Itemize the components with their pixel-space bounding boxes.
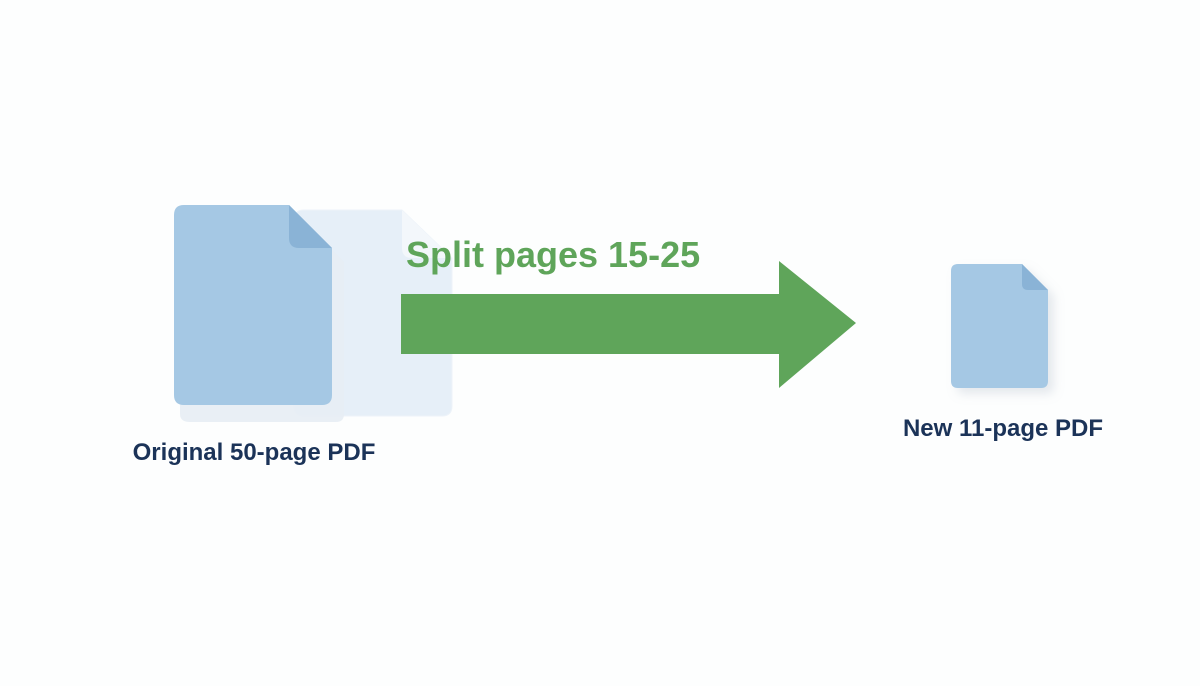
source-document-stack-icon [174,205,453,422]
source-document-label: Original 50-page PDF [132,439,376,466]
split-operation-label: Split pages 15-25 [406,234,701,275]
split-arrow-icon [401,261,856,388]
front-page-icon [174,205,332,405]
result-document-icon [951,264,1048,388]
result-document-label: New 11-page PDF [902,415,1104,442]
